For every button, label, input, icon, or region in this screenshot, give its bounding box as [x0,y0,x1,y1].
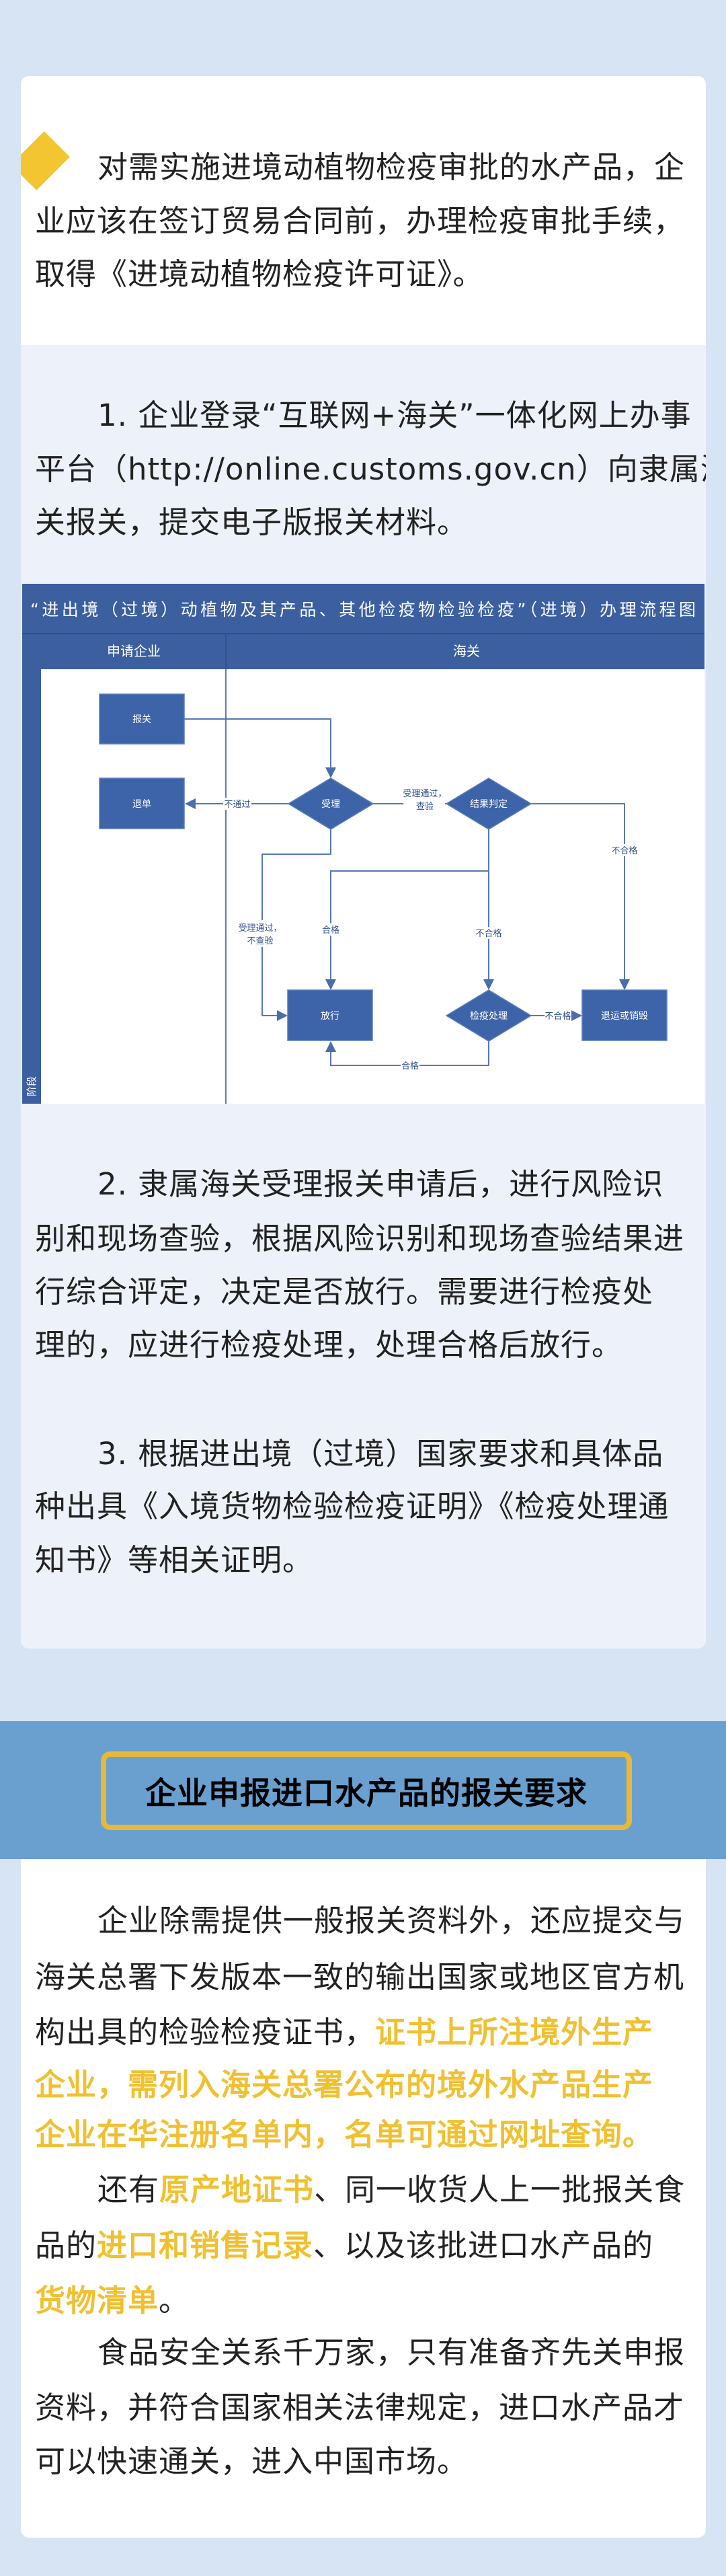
step2-line: 别和现场查验，根据风险识别和现场查验结果进 [35,1221,685,1256]
requirement-line: 可以快速通关，进入中国市场。 [35,2435,468,2489]
highlighted-text: 企业在华注册名单内，名单可通过网址查询。 [35,2117,654,2152]
intro-line: 业应该在签订贸易合同前，办理检疫审批手续， [35,203,685,239]
highlighted-text: 企业，需列入海关总署公布的境外水产品生产 [35,2067,654,2103]
highlighted-text: 证书上所注境外生产 [375,2014,654,2050]
node-release [287,989,373,1041]
highlighted-text: 进口和销售记录 [97,2228,314,2263]
highlighted-text: 货物清单 [35,2283,159,2318]
node-declare [99,693,185,745]
node-label: 放行 [321,1011,339,1022]
text-segment: 还有 [97,2172,160,2207]
step1-line: 平台（http://online.customs.gov.cn）向隶属海 [35,451,706,487]
node-label: 退单 [132,799,151,810]
text-segment: 品的 [35,2228,97,2263]
edge-declare-accept [184,718,336,778]
edge-label: 受理通过， [403,789,446,799]
step1-line: 1. 企业登录“互联网+海关”一体化网上办事 [97,397,692,433]
edge-label: 不查验 [247,936,273,946]
text-segment: 构出具的检验检疫证书， [35,2014,376,2050]
section-title-box: 企业申报进口水产品的报关要求 [101,1751,632,1830]
edge-label: 受理通过， [238,923,282,934]
edge-label: 查验 [416,801,434,812]
edge-label: 不合格 [475,928,501,939]
requirement-line: 品的进口和销售记录、以及该批进口水产品的 [35,2219,653,2273]
node-label: 受理 [321,799,340,810]
step2-line: 理的，应进行检疫处理，处理合格后放行。 [35,1327,623,1363]
requirement-line: 货物清单。 [35,2274,190,2328]
text-segment: 、以及该批进口水产品的 [313,2228,654,2263]
edge-label: 不合格 [611,845,637,856]
node-label: 检疫处理 [470,1011,508,1022]
requirement-line: 企业除需提供一般报关资料外，还应提交与 [97,1894,685,1948]
step1-line: 关报关，提交电子版报关材料。 [35,504,469,540]
intro-line: 对需实施进境动植物检疫审批的水产品，企 [97,149,686,185]
requirement-line: 资料，并符合国家相关法律规定，进口水产品才 [35,2381,684,2435]
text-segment: 企业除需提供一般报关资料外，还应提交与 [97,1903,686,1938]
node-label: 退运或销毁 [601,1011,648,1022]
requirement-line: 海关总署下发版本一致的输出国家或地区官方机 [35,1950,684,2004]
section-title: 企业申报进口水产品的报关要求 [145,1774,588,1811]
step3-line: 3. 根据进出境（过境）国家要求和具体品 [97,1436,664,1472]
requirement-line: 食品安全关系千万家，只有准备齐先关申报 [97,2326,685,2380]
text-segment: 、同一收货人上一批报关食 [314,2172,686,2207]
step2-line: 2. 隶属海关受理报关申请后，进行风险识 [97,1166,664,1202]
flowchart-title: “进出境（过境）动植物及其产品、其他检疫物检验检疫”（进境）办理流程图 [30,600,696,619]
highlighted-text: 原产地证书 [159,2172,315,2207]
edge-label: 合格 [322,925,339,936]
section-banner: 企业申报进口水产品的报关要求 [0,1721,726,1859]
step3-line: 种出具《入境货物检验检疫证明》《检疫处理通 [35,1488,670,1524]
text-segment: 可以快速通关，进入中国市场。 [35,2444,469,2479]
node-treat [445,989,532,1042]
intro-panel [21,76,706,345]
step3-line: 知书》等相关证明。 [35,1542,314,1578]
text-segment: 海关总署下发版本一致的输出国家或地区官方机 [35,1959,685,1995]
text-segment: 资料，并符合国家相关法律规定，进口水产品才 [35,2390,685,2425]
node-judge [445,778,532,830]
node-label: 报关 [132,714,151,725]
edge-accept-release [261,829,331,1021]
node-return [581,989,668,1041]
requirement-line: 企业在华注册名单内，名单可通过网址查询。 [35,2108,653,2162]
text-segment: 食品安全关系千万家，只有准备齐先关申报 [97,2335,686,2370]
step2-line: 行综合评定，决定是否放行。需要进行检疫处 [35,1274,654,1310]
requirements-card: 企业除需提供一般报关资料外，还应提交与海关总署下发版本一致的输出国家或地区官方机… [21,1859,706,2538]
node-accept [287,778,374,830]
lane-header-customs: 海关 [453,643,480,659]
requirement-line: 构出具的检验检疫证书，证书上所注境外生产 [35,2006,653,2059]
node-reject [99,778,185,829]
requirement-line: 还有原产地证书、同一收货人上一批报关食 [97,2163,685,2217]
edge-label: 合格 [401,1061,419,1071]
stage-label: 阶段 [26,1076,38,1096]
edge-judge-release [325,870,489,990]
lane-header-applicant: 申请企业 [107,643,161,659]
intro-line: 取得《进境动植物检疫许可证》。 [35,256,484,292]
requirement-line: 企业，需列入海关总署公布的境外水产品生产 [35,2058,653,2112]
text-segment: 。 [159,2283,190,2318]
flowchart: “进出境（过境）动植物及其产品、其他检疫物检验检疫”（进境）办理流程图 申请企业… [22,584,704,1104]
node-label: 结果判定 [470,799,508,810]
edge-label: 不通过 [224,800,250,810]
edge-label: 不合格 [544,1011,571,1022]
edge-judge-return [531,803,630,990]
